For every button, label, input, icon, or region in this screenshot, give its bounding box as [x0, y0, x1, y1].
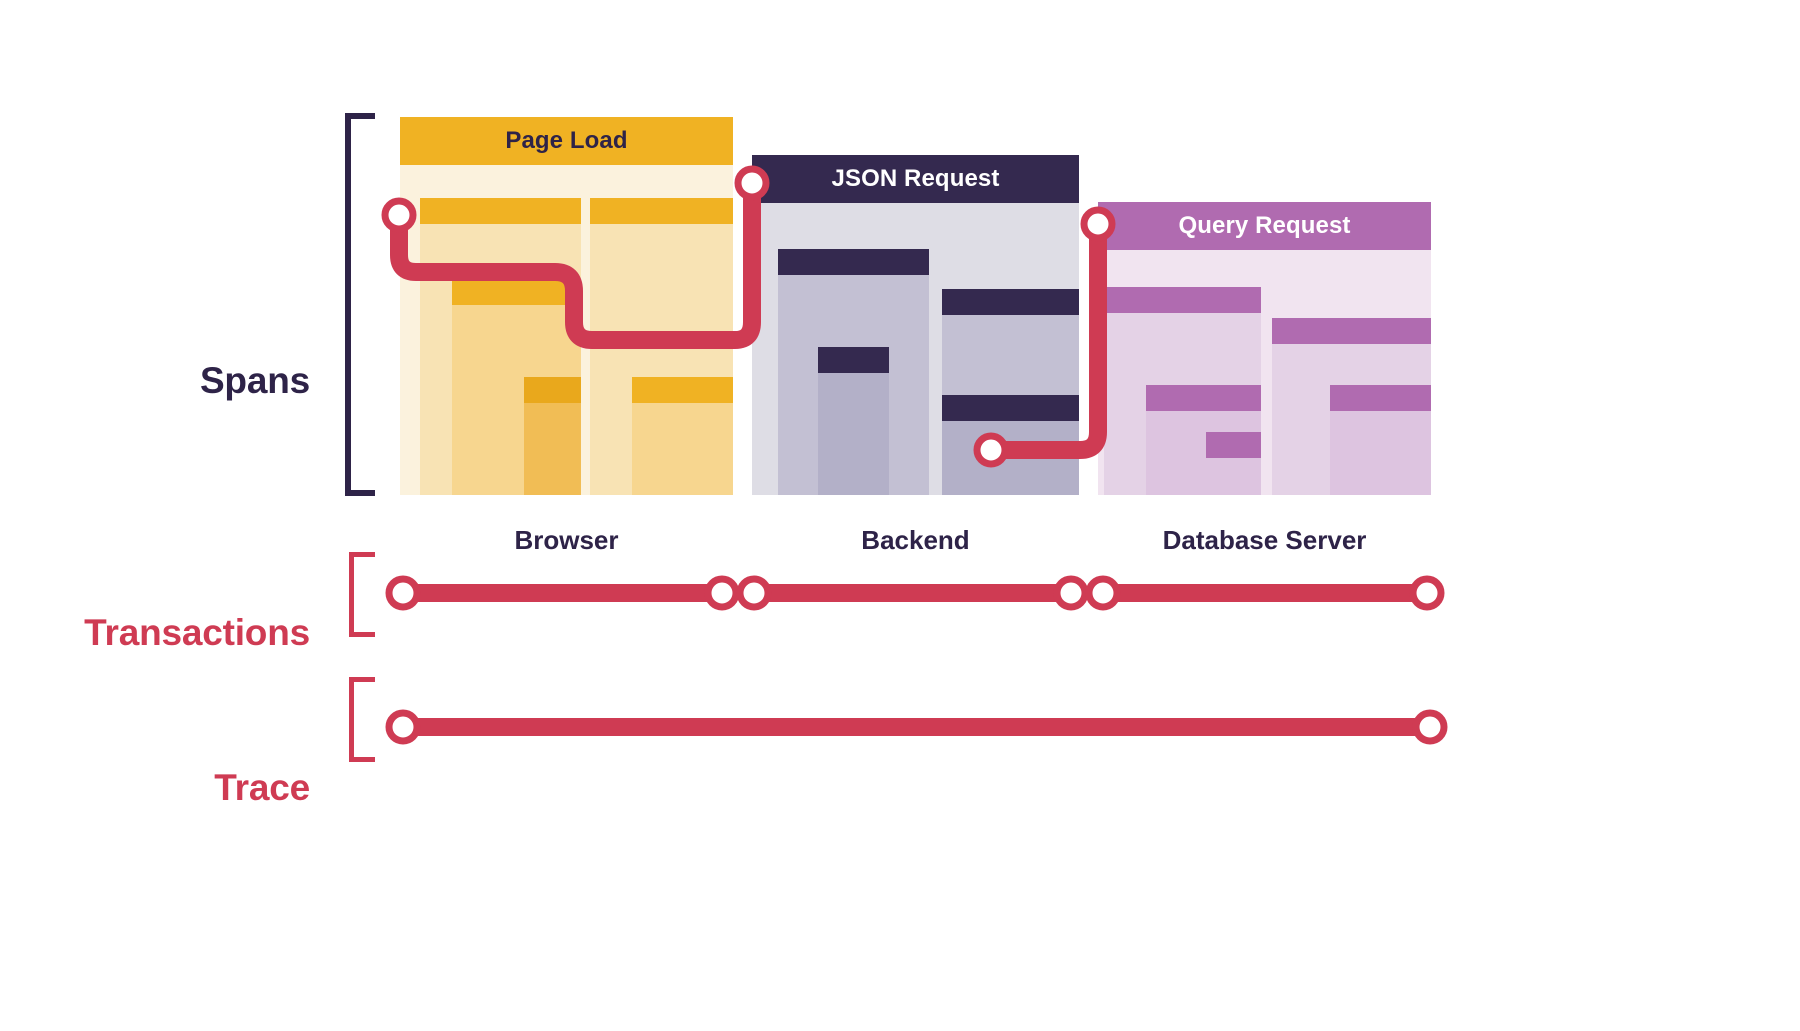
service-caption-database: Database Server — [1162, 525, 1367, 555]
span-cap — [1272, 318, 1431, 344]
span-database-5[interactable] — [1330, 385, 1431, 495]
transaction-node-1[interactable] — [385, 575, 421, 611]
service-caption-browser: Browser — [514, 525, 619, 555]
bracket-spans — [345, 113, 375, 496]
span-stem — [1330, 411, 1431, 495]
span-cap — [942, 395, 1079, 421]
row-label-spans: Spans — [199, 360, 310, 401]
transaction-node-3[interactable] — [736, 575, 772, 611]
row-label-trace: Trace — [214, 767, 310, 808]
bracket-transactions — [349, 552, 375, 637]
bracket-trace — [349, 677, 375, 762]
service-block-database[interactable]: Query Request — [1098, 202, 1431, 495]
span-cap — [818, 347, 889, 373]
span-cap — [420, 198, 581, 224]
transaction-node-4[interactable] — [1053, 575, 1089, 611]
span-cap — [632, 377, 733, 403]
service-body-browser — [400, 165, 733, 495]
span-cap — [1104, 287, 1261, 313]
span-backend-2[interactable] — [818, 347, 889, 495]
service-body-database — [1098, 250, 1431, 495]
service-block-backend[interactable]: JSON Request — [752, 155, 1079, 495]
span-cap — [1206, 432, 1261, 458]
span-database-3[interactable] — [1206, 432, 1261, 495]
span-cap — [778, 249, 929, 275]
span-stem — [1206, 458, 1261, 495]
span-backend-4[interactable] — [942, 395, 1079, 495]
transaction-node-2[interactable] — [704, 575, 740, 611]
span-stem — [818, 373, 889, 495]
span-stem — [524, 403, 581, 495]
span-browser-3[interactable] — [524, 377, 581, 495]
service-title-backend: JSON Request — [752, 155, 1079, 203]
span-database-2[interactable] — [1146, 385, 1261, 495]
transaction-node-6[interactable] — [1409, 575, 1445, 611]
span-cap — [452, 279, 581, 305]
span-cap — [1330, 385, 1431, 411]
span-stem — [632, 403, 733, 495]
span-cap — [1146, 385, 1261, 411]
span-cap — [590, 198, 733, 224]
span-browser-5[interactable] — [632, 377, 733, 495]
service-body-backend — [752, 203, 1079, 495]
span-cap — [942, 289, 1079, 315]
service-caption-backend: Backend — [861, 525, 970, 555]
transaction-node-5[interactable] — [1085, 575, 1121, 611]
trace-node-end[interactable] — [1412, 709, 1448, 745]
trace-node-start[interactable] — [385, 709, 421, 745]
row-label-transactions: Transactions — [84, 612, 310, 653]
service-block-browser[interactable]: Page Load — [400, 117, 733, 495]
span-cap — [524, 377, 581, 403]
service-title-database: Query Request — [1098, 202, 1431, 250]
service-title-browser: Page Load — [400, 117, 733, 165]
span-stem — [942, 421, 1079, 495]
